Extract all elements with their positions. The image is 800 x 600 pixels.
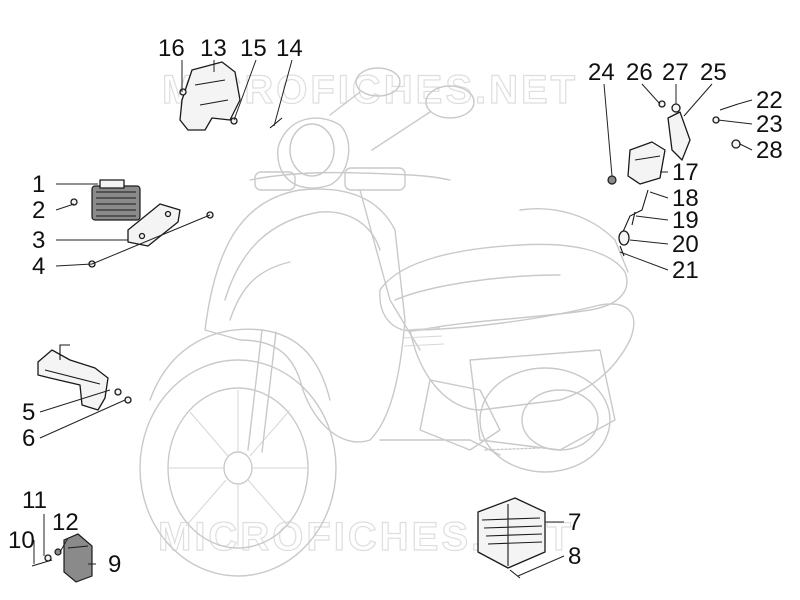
label-10: 10 [8, 527, 35, 554]
part-28-nut [731, 139, 741, 149]
part-1-voltage-regulator [91, 179, 141, 221]
part-13-cover-plate [179, 61, 241, 131]
label-16: 16 [158, 35, 185, 62]
label-19: 19 [672, 207, 699, 234]
part-20-plug [618, 230, 630, 246]
part-16-screw [179, 88, 187, 96]
callout-numbers: 1 2 3 4 5 6 7 8 9 10 11 12 13 14 15 16 1… [8, 35, 783, 578]
part-18-wire [621, 189, 649, 235]
part-17-relay [627, 141, 666, 185]
label-17: 17 [672, 159, 699, 186]
part-25-bracket [667, 111, 691, 161]
part-12-nut [54, 548, 62, 556]
part-11-washer [44, 554, 52, 562]
part-26-screw [658, 100, 666, 108]
label-8: 8 [568, 543, 581, 570]
label-21: 21 [672, 257, 699, 284]
label-4: 4 [32, 253, 45, 280]
label-22: 22 [756, 87, 783, 114]
part-6-screw-washer [114, 388, 132, 404]
label-14: 14 [276, 35, 303, 62]
label-3: 3 [32, 227, 45, 254]
label-18: 18 [672, 185, 699, 212]
label-13: 13 [200, 35, 227, 62]
label-6: 6 [22, 425, 35, 452]
part-27-washer [671, 103, 681, 113]
label-9: 9 [108, 551, 121, 578]
part-19-connector [631, 211, 636, 226]
part-5-bracket [37, 344, 109, 411]
leader-lines [33, 59, 753, 577]
part-9-bracket [63, 533, 93, 583]
label-25: 25 [700, 59, 727, 86]
label-20: 20 [672, 231, 699, 258]
label-11: 11 [22, 487, 47, 514]
label-27: 27 [662, 59, 689, 86]
label-12: 12 [52, 509, 79, 536]
label-2: 2 [32, 197, 45, 224]
part-3-bracket-plate [127, 203, 181, 247]
part-22-bolt [719, 103, 739, 111]
scooter-outline [139, 67, 635, 577]
label-5: 5 [22, 399, 35, 426]
label-15: 15 [240, 35, 267, 62]
part-2-screw [70, 198, 78, 206]
label-28: 28 [756, 137, 783, 164]
part-15-washer [230, 117, 238, 125]
part-7-cdi-unit [477, 497, 546, 569]
label-26: 26 [626, 59, 653, 86]
label-7: 7 [568, 509, 581, 536]
label-24: 24 [588, 59, 615, 86]
part-21-cap [619, 245, 625, 257]
part-24-nut [607, 175, 617, 185]
part-8-screw [509, 569, 521, 579]
part-14-bolt [269, 117, 283, 129]
label-23: 23 [756, 111, 783, 138]
label-1: 1 [32, 171, 45, 198]
